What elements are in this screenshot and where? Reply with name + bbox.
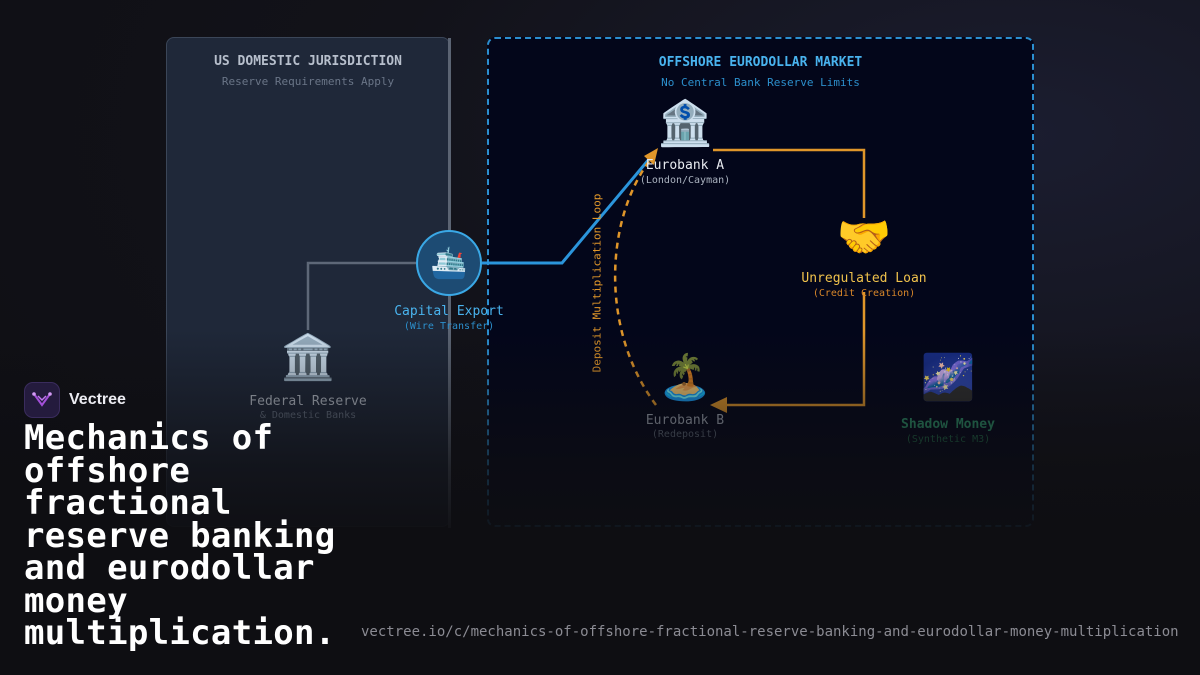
deposit-loop-label: Deposit Multiplication Loop bbox=[590, 193, 604, 373]
capital-export-sublabel: (Wire Transfer) bbox=[403, 321, 495, 332]
unregulated-loan-sublabel: (Credit Creation) bbox=[812, 288, 916, 299]
bank-icon: 🏦 bbox=[657, 98, 713, 149]
shadow-money-sublabel: (Synthetic M3) bbox=[905, 434, 991, 445]
unregulated-loan-label: Unregulated Loan bbox=[801, 271, 927, 286]
federal-reserve-sublabel: & Domestic Banks bbox=[259, 410, 357, 421]
galaxy-icon: 🌌 bbox=[920, 352, 976, 403]
page-headline: Mechanics of offshore fractional reserve… bbox=[24, 418, 336, 653]
bank-building-icon: 🏛️ bbox=[280, 332, 336, 383]
loan-to-eurobank-b-arrow bbox=[726, 292, 866, 407]
page-url[interactable]: vectree.io/c/mechanics-of-offshore-fract… bbox=[361, 624, 1179, 640]
export-to-eurobank-a-arrow bbox=[482, 157, 652, 265]
island-icon: 🏝️ bbox=[657, 352, 713, 403]
eurobank-b-sublabel: (Redeposit) bbox=[651, 429, 719, 440]
offshore-panel-title: OFFSHORE EURODOLLAR MARKET bbox=[658, 55, 863, 70]
vectree-logo-icon bbox=[24, 382, 60, 418]
fed-to-export-connector bbox=[306, 261, 416, 330]
eurobank-a-label: Eurobank A bbox=[645, 158, 725, 173]
capital-export-label: Capital Export bbox=[394, 304, 504, 319]
federal-reserve-label: Federal Reserve bbox=[249, 394, 367, 409]
eurobank-a-sublabel: (London/Cayman) bbox=[639, 175, 731, 186]
eurobank-b-label: Eurobank B bbox=[645, 413, 725, 428]
export-arrowhead bbox=[644, 148, 658, 165]
offshore-panel-subtitle: No Central Bank Reserve Limits bbox=[661, 76, 860, 89]
brand-name: Vectree bbox=[69, 391, 126, 408]
eurobank-a-to-loan-connector bbox=[713, 148, 866, 218]
brand[interactable]: Vectree bbox=[24, 382, 126, 418]
us-panel-subtitle: Reserve Requirements Apply bbox=[221, 75, 395, 88]
ship-icon: 🛳️ bbox=[416, 230, 482, 296]
handshake-icon: 🤝 bbox=[836, 212, 892, 263]
us-panel-title: US DOMESTIC JURISDICTION bbox=[214, 54, 402, 69]
shadow-money-label: Shadow Money bbox=[901, 417, 995, 432]
